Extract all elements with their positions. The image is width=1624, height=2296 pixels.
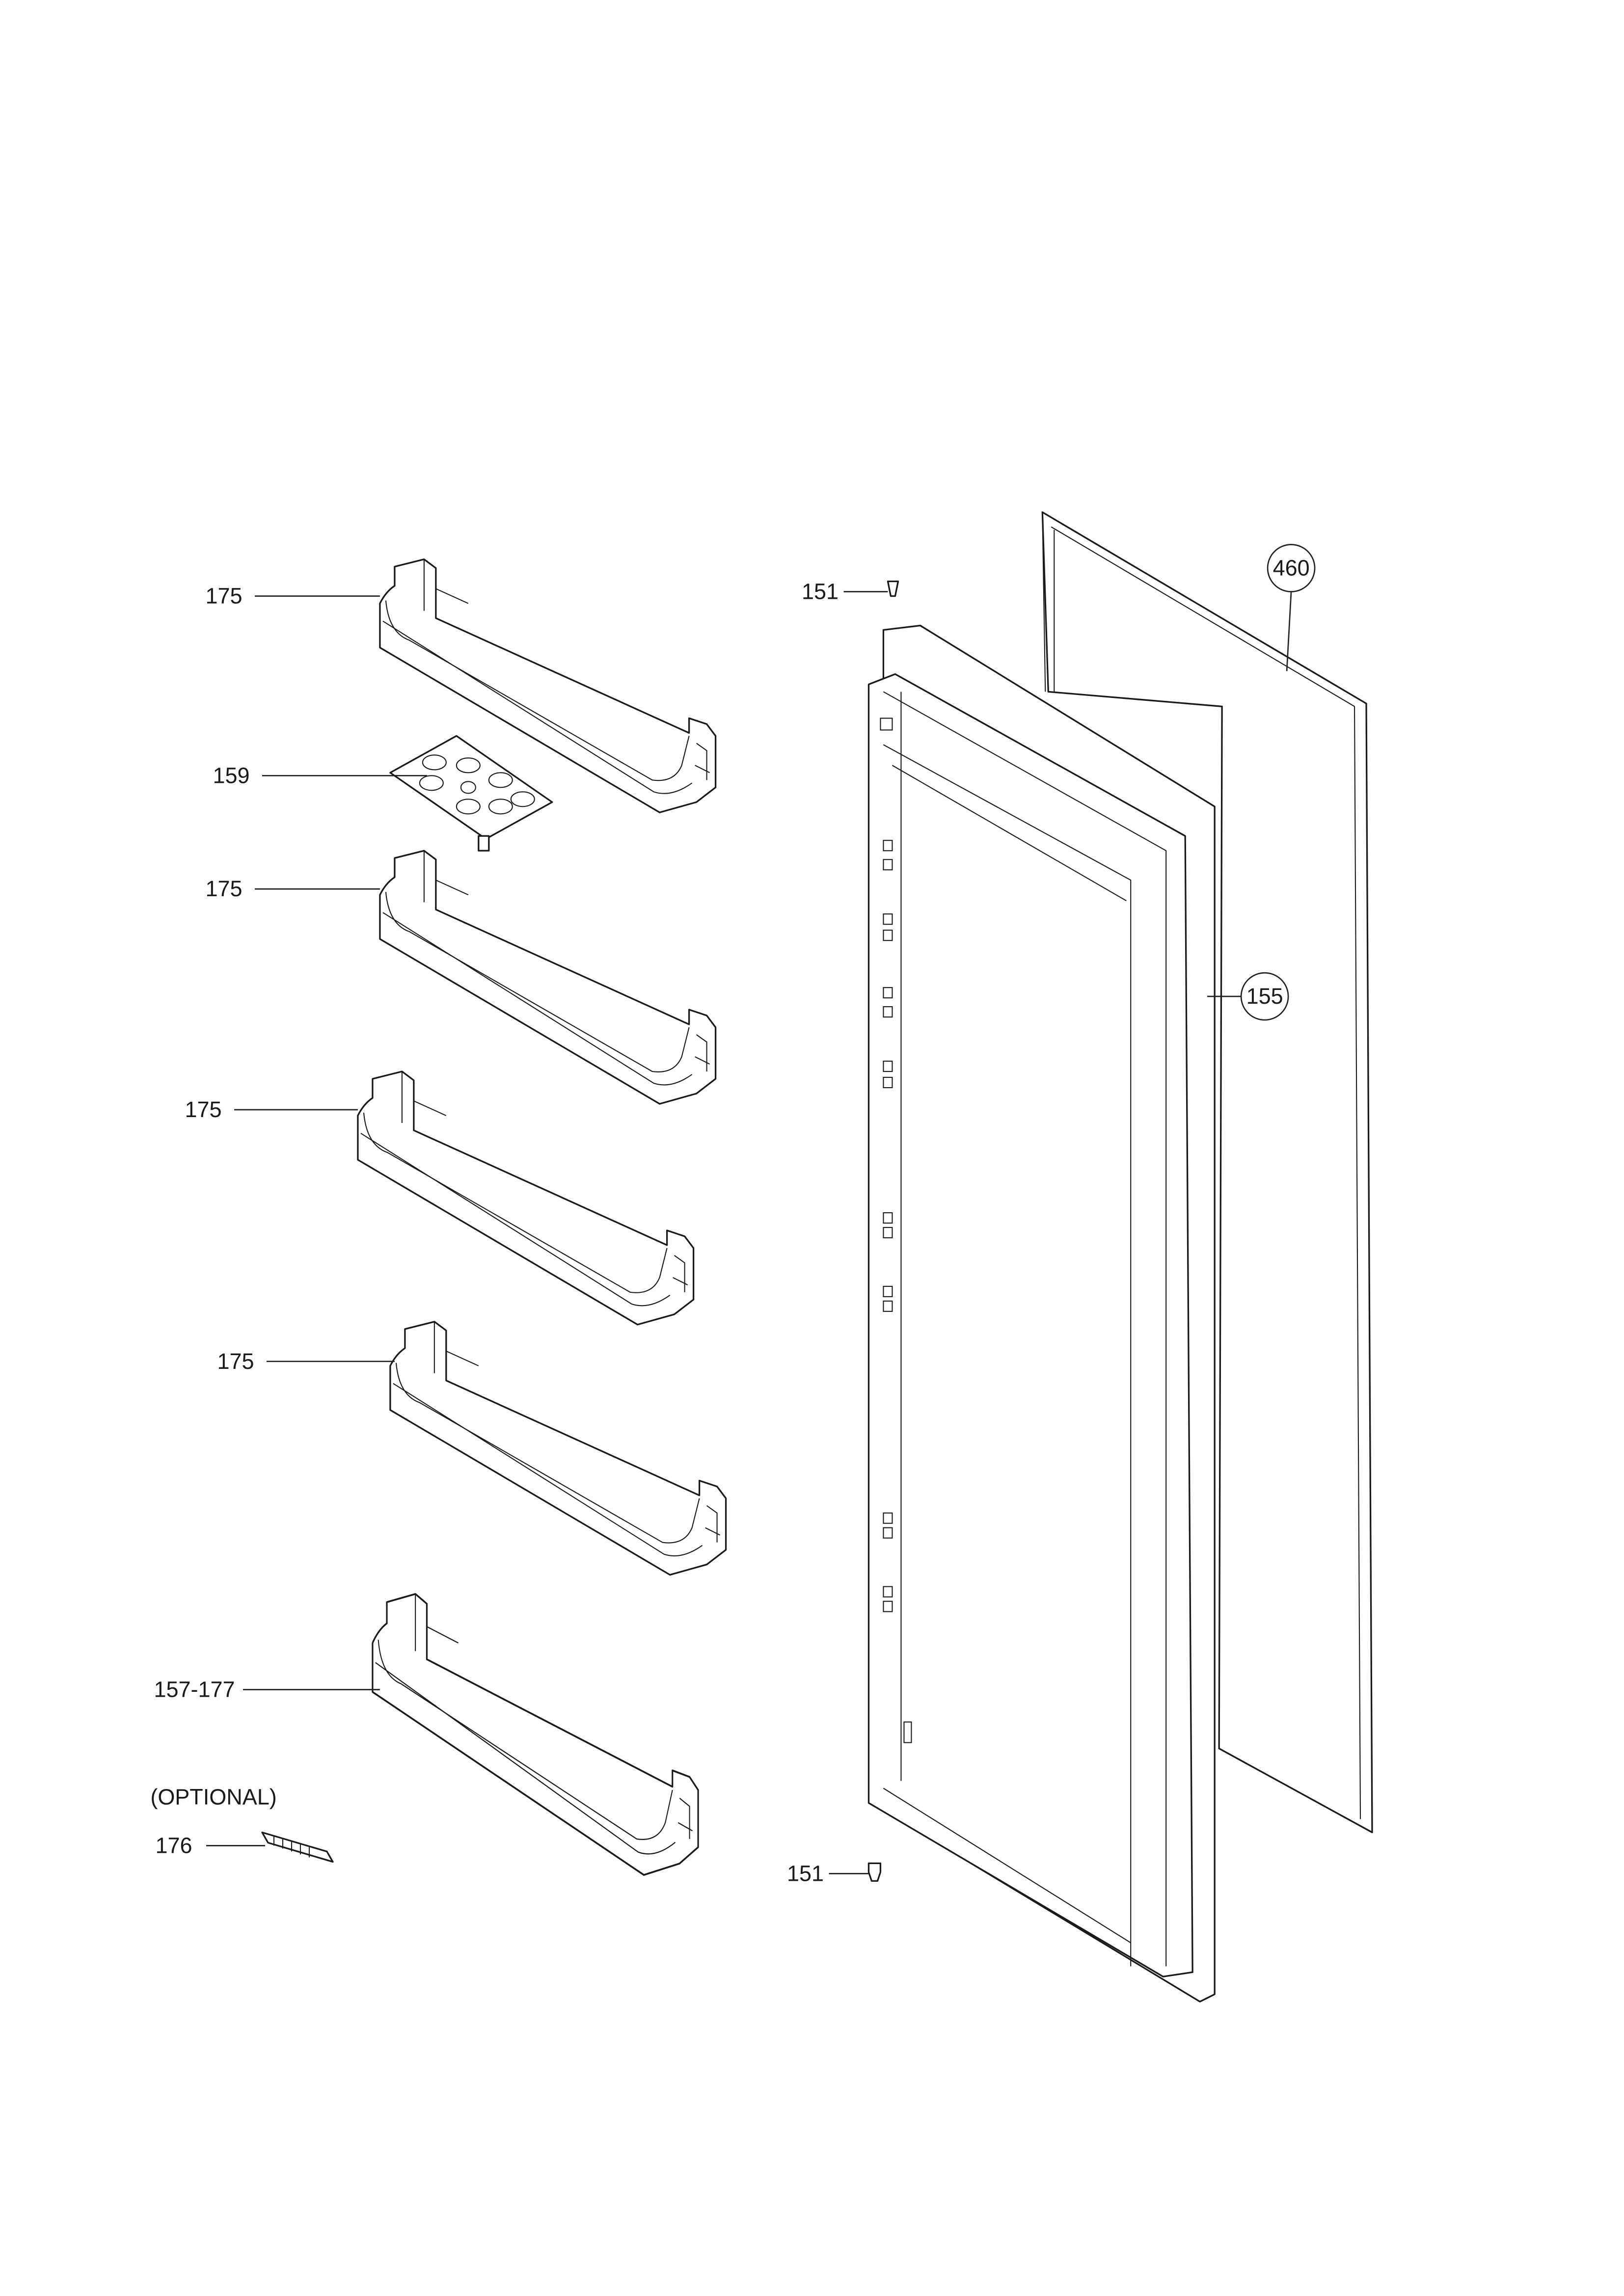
callout-bottle-rack: 176 bbox=[156, 1833, 192, 1858]
optional-note: (OPTIONAL) bbox=[150, 1784, 276, 1809]
callout-shelf-2: 175 bbox=[205, 876, 242, 901]
egg-tray bbox=[389, 735, 553, 852]
door-assembly bbox=[867, 624, 1216, 2002]
hinge-pin-top bbox=[887, 580, 899, 597]
callout-circle-155 bbox=[1240, 972, 1289, 1021]
callout-door-assembly: 155 bbox=[1246, 984, 1283, 1009]
door-shelf-2 bbox=[379, 850, 717, 1105]
callout-hinge-pin-top: 151 bbox=[802, 579, 839, 604]
shelf-mount-holes bbox=[883, 840, 893, 1612]
callout-shelf-3: 175 bbox=[185, 1097, 222, 1122]
leader-lines bbox=[206, 544, 1316, 1874]
callout-gasket: 460 bbox=[1273, 555, 1310, 580]
callout-shelf-1: 175 bbox=[205, 583, 242, 608]
callout-egg-tray: 159 bbox=[213, 763, 249, 788]
door-shelf-3 bbox=[357, 1070, 695, 1326]
hinge-pin-bottom bbox=[867, 1862, 882, 1882]
callout-hinge-pin-bottom: 151 bbox=[787, 1861, 824, 1886]
door-gasket bbox=[1041, 511, 1373, 1834]
callout-circle-460 bbox=[1267, 544, 1316, 592]
callout-bottle-bin: 157-177 bbox=[154, 1677, 235, 1702]
bottle-bin bbox=[372, 1593, 699, 1876]
bottle-rack bbox=[261, 1831, 334, 1863]
door-shelf-4 bbox=[389, 1321, 727, 1576]
callout-shelf-4: 175 bbox=[217, 1349, 254, 1374]
